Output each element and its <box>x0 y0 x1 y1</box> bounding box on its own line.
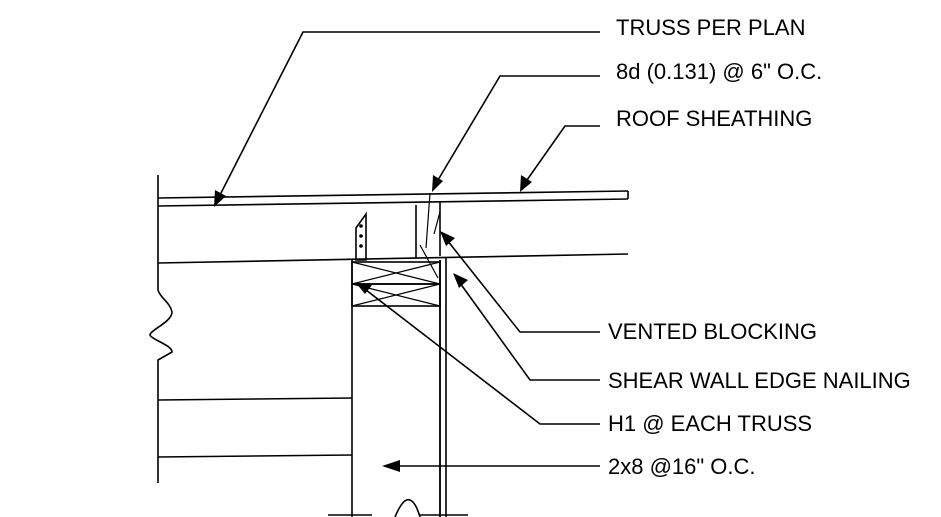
blocking-nail-2 <box>419 244 439 279</box>
clip-nail-2 <box>359 234 363 238</box>
label-truss: TRUSS PER PLAN <box>616 15 806 40</box>
sheathing-bottom-line <box>157 198 629 207</box>
label-edge-nailing: SHEAR WALL EDGE NAILING <box>608 368 911 393</box>
leader-8d <box>437 75 600 181</box>
arrow-h1 <box>356 283 372 294</box>
callout-labels: TRUSS PER PLAN 8d (0.131) @ 6" O.C. ROOF… <box>608 15 911 479</box>
leader-sheathing <box>526 125 600 181</box>
h1-clip <box>355 211 367 261</box>
arrow-truss <box>214 190 226 207</box>
leaders <box>214 31 600 472</box>
top-plate-lower <box>351 283 441 307</box>
wall-member-line-2 <box>157 454 353 458</box>
leader-blocking <box>446 239 600 333</box>
wall-member-line-1 <box>157 397 353 401</box>
label-vented-blocking: VENTED BLOCKING <box>608 319 817 344</box>
label-roof-sheathing: ROOF SHEATHING <box>616 106 812 131</box>
sheathing-top-line <box>157 190 629 199</box>
clip-nail-3 <box>359 244 363 248</box>
truss-assembly <box>149 175 629 483</box>
arrow-edge-nailing <box>453 273 468 288</box>
leader-h1 <box>365 289 600 425</box>
blocking-slant <box>433 211 441 235</box>
arrow-blocking <box>440 231 455 246</box>
plate-x-2 <box>351 261 441 285</box>
truss-chord-line <box>157 253 629 264</box>
stud-wall <box>328 258 468 517</box>
label-8d-nailing: 8d (0.131) @ 6" O.C. <box>616 59 822 84</box>
label-h1: H1 @ EACH TRUSS <box>608 411 812 436</box>
clip-nail-1 <box>359 224 363 228</box>
bottom-break-line <box>394 498 421 517</box>
arrow-8d <box>432 175 443 192</box>
left-edge-line <box>149 175 173 483</box>
leader-truss <box>219 31 600 196</box>
plate-x-4 <box>351 283 441 307</box>
arrow-stud <box>382 460 400 472</box>
h1-clip-outline <box>355 211 367 261</box>
blocking-nail <box>425 192 431 249</box>
label-stud: 2x8 @16" O.C. <box>608 454 756 479</box>
leader-edge-nailing <box>459 282 600 381</box>
vented-blocking <box>415 192 441 279</box>
arrow-sheathing <box>520 175 532 192</box>
